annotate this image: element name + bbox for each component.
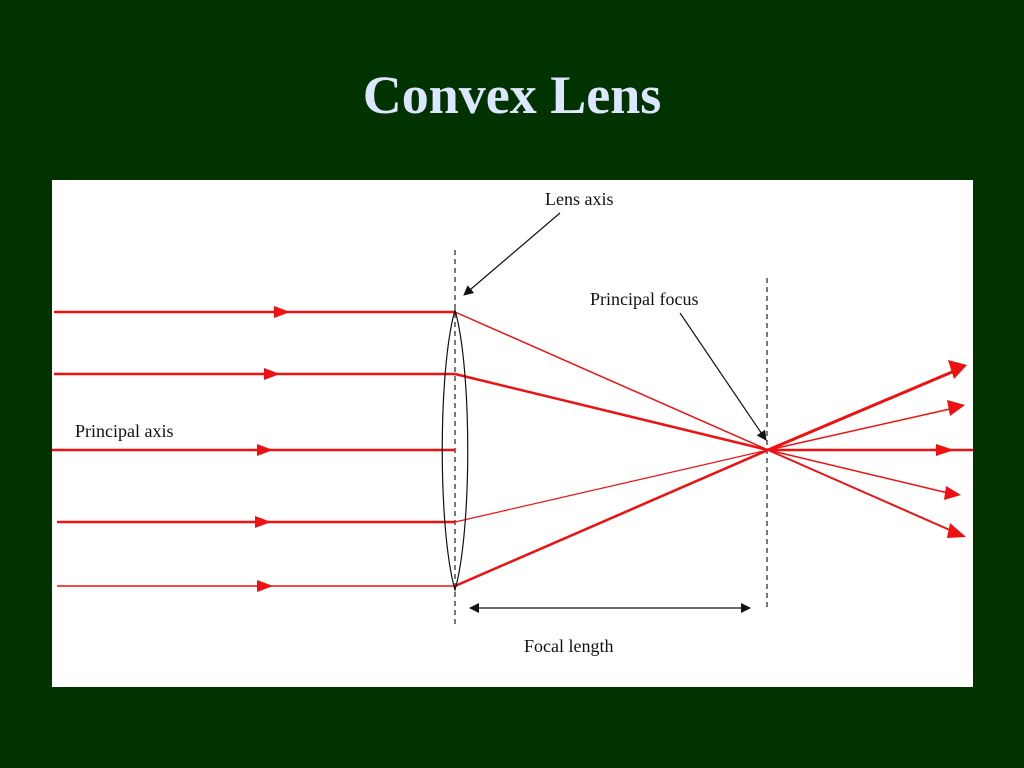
ray-arrowhead (257, 444, 273, 456)
ray-arrowhead (947, 400, 965, 416)
focal-length-label: Focal length (524, 636, 613, 656)
refracted-ray-4 (454, 449, 769, 523)
ray-arrowhead (947, 523, 966, 538)
diagram-panel: Lens axis Principal focus Principal axis… (52, 180, 973, 687)
principal-focus-label: Principal focus (590, 289, 698, 309)
refracted-ray-5 (454, 448, 769, 588)
incident-ray-arrowheads (255, 306, 290, 592)
diverging-ray-arrowheads (936, 360, 967, 538)
refracted-rays (454, 311, 769, 588)
ray-arrowhead (948, 360, 967, 379)
ray-arrowhead (257, 580, 273, 592)
ray-arrowhead (944, 486, 961, 500)
diverging-ray-1 (767, 370, 953, 452)
refracted-ray-2 (454, 372, 769, 452)
ray-arrowhead (264, 368, 280, 380)
lens-axis-label: Lens axis (545, 189, 613, 209)
diverging-ray-4 (767, 449, 949, 494)
slide-title: Convex Lens (362, 65, 662, 125)
ray-arrowhead (936, 444, 954, 456)
lens-axis-pointer-arrow (463, 212, 561, 296)
principal-focus-pointer-arrow (679, 312, 767, 441)
convex-lens-diagram: Lens axis Principal focus Principal axis… (52, 189, 973, 656)
diverging-ray-5 (767, 449, 953, 532)
diverging-ray-2 (767, 408, 951, 451)
refracted-ray-1 (454, 311, 769, 451)
ray-arrowhead (274, 306, 290, 318)
convex-lens (441, 307, 469, 593)
incident-rays (52, 310, 455, 587)
principal-axis-label: Principal axis (75, 421, 173, 441)
ray-arrowhead (255, 516, 271, 528)
